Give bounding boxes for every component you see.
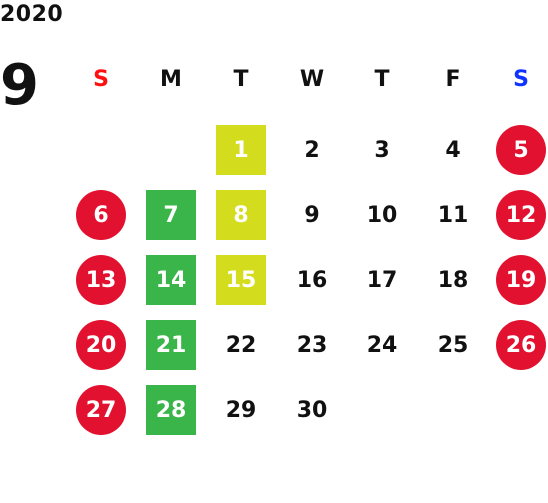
day-cell-8: 8: [216, 190, 266, 240]
weekday-sunday: S: [93, 67, 109, 92]
day-cell-22: 22: [225, 332, 257, 358]
day-cell-27: 27: [76, 385, 126, 435]
day-cell-30: 30: [296, 397, 328, 423]
weekday-tuesday: T: [233, 67, 249, 92]
day-cell-6: 6: [76, 190, 126, 240]
day-cell-20: 20: [76, 320, 126, 370]
day-cell-2: 2: [304, 137, 320, 163]
day-cell-25: 25: [437, 332, 469, 358]
day-cell-15: 15: [216, 255, 266, 305]
year-label: 2020: [0, 2, 64, 27]
weekday-monday: M: [160, 67, 182, 92]
day-cell-29: 29: [225, 397, 257, 423]
day-cell-5: 5: [496, 125, 546, 175]
day-cell-18: 18: [437, 267, 469, 293]
weekday-friday: F: [445, 67, 461, 92]
month-number: 9: [0, 53, 39, 118]
day-cell-10: 10: [366, 202, 398, 228]
day-cell-17: 17: [366, 267, 398, 293]
day-cell-13: 13: [76, 255, 126, 305]
day-cell-12: 12: [496, 190, 546, 240]
weekday-wednesday: W: [299, 67, 325, 92]
day-cell-19: 19: [496, 255, 546, 305]
day-cell-14: 14: [146, 255, 196, 305]
day-cell-11: 11: [437, 202, 469, 228]
day-cell-21: 21: [146, 320, 196, 370]
day-cell-26: 26: [496, 320, 546, 370]
weekday-thursday: T: [374, 67, 390, 92]
day-cell-3: 3: [374, 137, 390, 163]
day-cell-28: 28: [146, 385, 196, 435]
day-cell-16: 16: [296, 267, 328, 293]
weekday-saturday: S: [513, 67, 529, 92]
day-cell-7: 7: [146, 190, 196, 240]
day-cell-9: 9: [304, 202, 320, 228]
day-cell-24: 24: [366, 332, 398, 358]
day-cell-1: 1: [216, 125, 266, 175]
day-cell-23: 23: [296, 332, 328, 358]
day-cell-4: 4: [445, 137, 461, 163]
